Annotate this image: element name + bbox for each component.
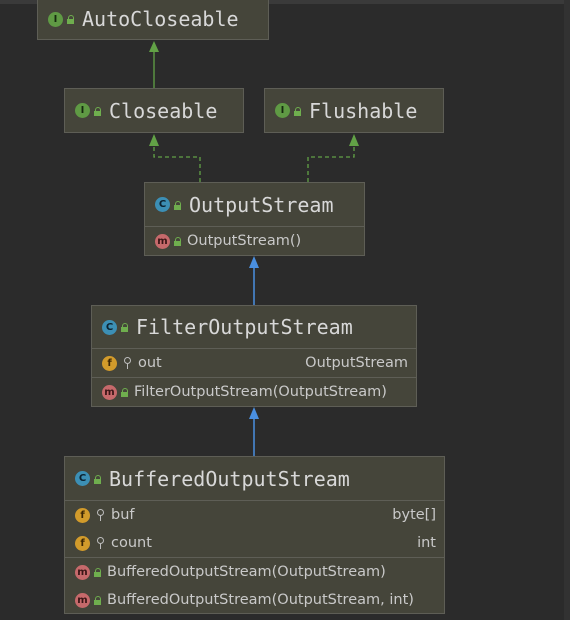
field-name: count — [111, 535, 152, 551]
node-filteroutputstream[interactable]: C FilterOutputStream f out OutputStream … — [91, 305, 417, 407]
field-icon: f — [75, 507, 90, 523]
class-icon: C — [155, 197, 170, 212]
arrowhead-closeable — [149, 134, 159, 146]
field-icon: f — [75, 535, 90, 551]
public-lock-icon — [294, 106, 301, 116]
field-row[interactable]: f buf byte[] — [65, 501, 444, 529]
method-signature: BufferedOutputStream(OutputStream) — [107, 564, 386, 580]
edge-outputstream-closeable — [153, 146, 201, 182]
node-flushable[interactable]: I Flushable — [264, 88, 444, 133]
method-signature: BufferedOutputStream(OutputStream, int) — [107, 592, 414, 608]
right-scrollbar-strip — [564, 0, 570, 620]
arrowhead-filteroutputstream — [249, 407, 259, 419]
methods-section: m BufferedOutputStream(OutputStream) m B… — [65, 557, 444, 614]
node-closeable[interactable]: I Closeable — [64, 88, 244, 133]
interface-icon: I — [75, 103, 90, 118]
fields-section: f out OutputStream — [92, 348, 416, 377]
node-title: BufferedOutputStream — [109, 466, 350, 491]
method-row[interactable]: m FilterOutputStream(OutputStream) — [92, 378, 416, 406]
top-border — [0, 0, 570, 4]
interface-icon: I — [48, 11, 63, 27]
node-title: Flushable — [309, 98, 418, 123]
method-row[interactable]: m BufferedOutputStream(OutputStream) — [65, 558, 444, 586]
method-signature: FilterOutputStream(OutputStream) — [134, 384, 387, 400]
node-bufferedoutputstream[interactable]: C BufferedOutputStream f buf byte[] f co… — [64, 456, 445, 614]
protected-pin-icon — [123, 357, 132, 369]
method-icon: m — [75, 564, 90, 580]
field-type: byte[] — [392, 507, 436, 523]
interface-icon: I — [275, 103, 290, 118]
public-lock-icon — [121, 388, 128, 397]
class-icon: C — [75, 471, 90, 486]
protected-pin-icon — [96, 537, 105, 549]
field-row[interactable]: f out OutputStream — [92, 349, 416, 377]
arrowhead-outputstream — [249, 256, 259, 268]
node-title: AutoCloseable — [82, 7, 239, 31]
public-lock-icon — [174, 200, 181, 210]
field-name: out — [138, 355, 162, 371]
methods-section: m OutputStream() — [145, 226, 364, 255]
method-icon: m — [102, 384, 117, 400]
node-title: Closeable — [109, 98, 218, 123]
arrowhead-flushable — [349, 134, 359, 146]
node-title: OutputStream — [189, 192, 334, 217]
protected-pin-icon — [96, 509, 105, 521]
public-lock-icon — [94, 568, 101, 577]
public-lock-icon — [94, 596, 101, 605]
node-autocloseable[interactable]: I AutoCloseable — [37, 0, 269, 40]
public-lock-icon — [94, 474, 101, 484]
edge-outputstream-flushable — [307, 146, 355, 182]
class-icon: C — [102, 319, 117, 335]
fields-section: f buf byte[] f count int — [65, 500, 444, 557]
methods-section: m FilterOutputStream(OutputStream) — [92, 377, 416, 406]
public-lock-icon — [67, 15, 74, 24]
method-icon: m — [75, 592, 90, 608]
node-title: FilterOutputStream — [136, 315, 353, 339]
field-icon: f — [102, 355, 117, 371]
field-type: int — [417, 535, 436, 551]
node-outputstream[interactable]: C OutputStream m OutputStream() — [144, 182, 365, 256]
public-lock-icon — [174, 237, 181, 246]
public-lock-icon — [121, 323, 128, 332]
public-lock-icon — [94, 106, 101, 116]
method-row[interactable]: m BufferedOutputStream(OutputStream, int… — [65, 586, 444, 614]
method-row[interactable]: m OutputStream() — [145, 227, 364, 255]
field-type: OutputStream — [305, 355, 408, 371]
method-signature: OutputStream() — [187, 233, 302, 249]
field-row[interactable]: f count int — [65, 529, 444, 557]
field-name: buf — [111, 507, 135, 523]
arrowhead-autocloseable — [149, 41, 159, 52]
method-icon: m — [155, 233, 170, 249]
